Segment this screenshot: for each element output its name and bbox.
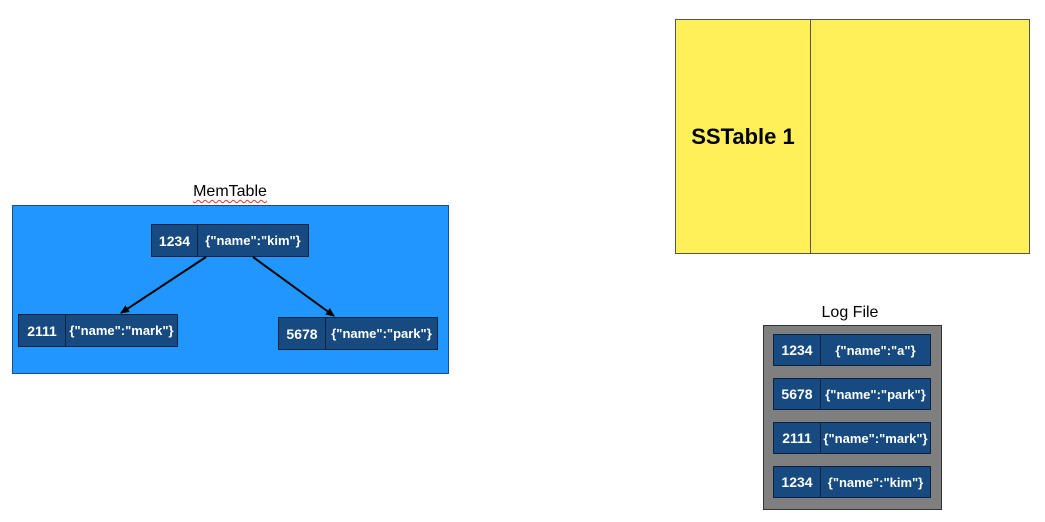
memtable-node-right: 5678 {"name":"park"} [278,317,438,350]
edge-root-left [120,256,207,314]
node-key: 5678 [279,318,326,349]
log-entry-value: {"name":"kim"} [827,474,924,490]
node-value: {"name":"park"} [331,326,432,341]
log-entry-value: {"name":"a"} [835,342,916,358]
memtable-title: MemTable [193,183,267,200]
memtable-node-root: 1234 {"name":"kim"} [151,224,309,257]
sstable-box: SSTable 1 [675,19,1030,254]
log-entry: 1234 {"name":"a"} [773,334,931,366]
log-entry-key: 1234 [774,335,821,365]
logfile-title: Log File [821,304,879,321]
edge-root-right [252,256,335,317]
sstable-index-cell: SSTable 1 [676,20,810,253]
memtable-node-left: 2111 {"name":"mark"} [18,314,178,347]
log-entry-key: 2111 [774,423,821,453]
node-key: 2111 [19,315,66,346]
sstable-label: SSTable 1 [691,123,795,149]
log-entry: 2111 {"name":"mark"} [773,422,931,454]
log-entry-value: {"name":"mark"} [823,430,928,446]
log-entry: 1234 {"name":"kim"} [773,466,931,498]
node-value: {"name":"mark"} [69,323,174,338]
log-entry-key: 1234 [774,467,821,497]
node-value: {"name":"kim"} [205,233,301,248]
log-entry-key: 5678 [774,379,821,409]
sstable-divider [810,20,811,253]
node-key: 1234 [152,225,198,256]
log-entry-value: {"name":"park"} [825,386,926,402]
log-entry: 5678 {"name":"park"} [773,378,931,410]
